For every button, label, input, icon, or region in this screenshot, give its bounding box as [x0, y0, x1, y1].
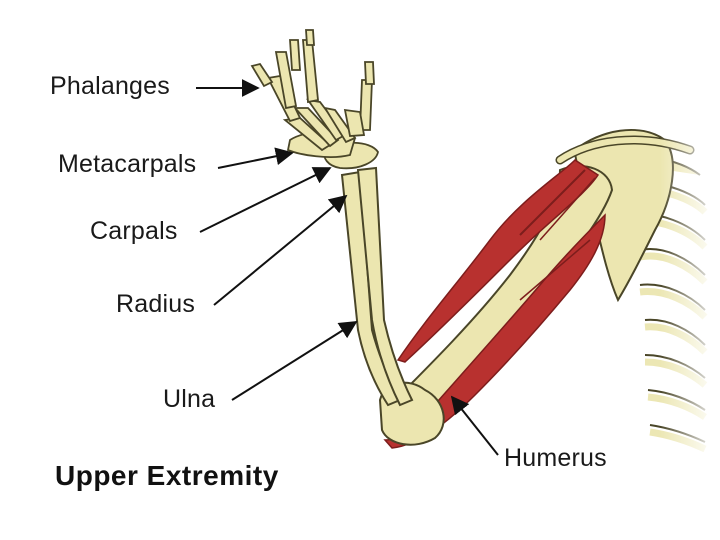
label-carpals: Carpals — [90, 217, 178, 245]
label-ulna: Ulna — [163, 385, 216, 413]
forearm-bones — [340, 166, 414, 407]
label-humerus: Humerus — [504, 444, 607, 472]
arrow-carpals — [199, 167, 332, 233]
label-metacarpals: Metacarpals — [58, 150, 197, 178]
arrow-metacarpals — [217, 147, 294, 169]
hand-bones — [250, 29, 379, 170]
arrow-humerus — [450, 395, 499, 456]
arm-muscles — [383, 159, 606, 449]
edge-fade — [660, 110, 720, 490]
arrow-radius — [213, 194, 348, 306]
label-phalanges: Phalanges — [50, 72, 170, 100]
label-radius: Radius — [116, 290, 196, 318]
arrow-ulna — [231, 321, 358, 401]
leader-arrows — [196, 79, 499, 456]
humerus-bone — [393, 165, 614, 422]
diagram-title: Upper Extremity — [55, 460, 279, 491]
